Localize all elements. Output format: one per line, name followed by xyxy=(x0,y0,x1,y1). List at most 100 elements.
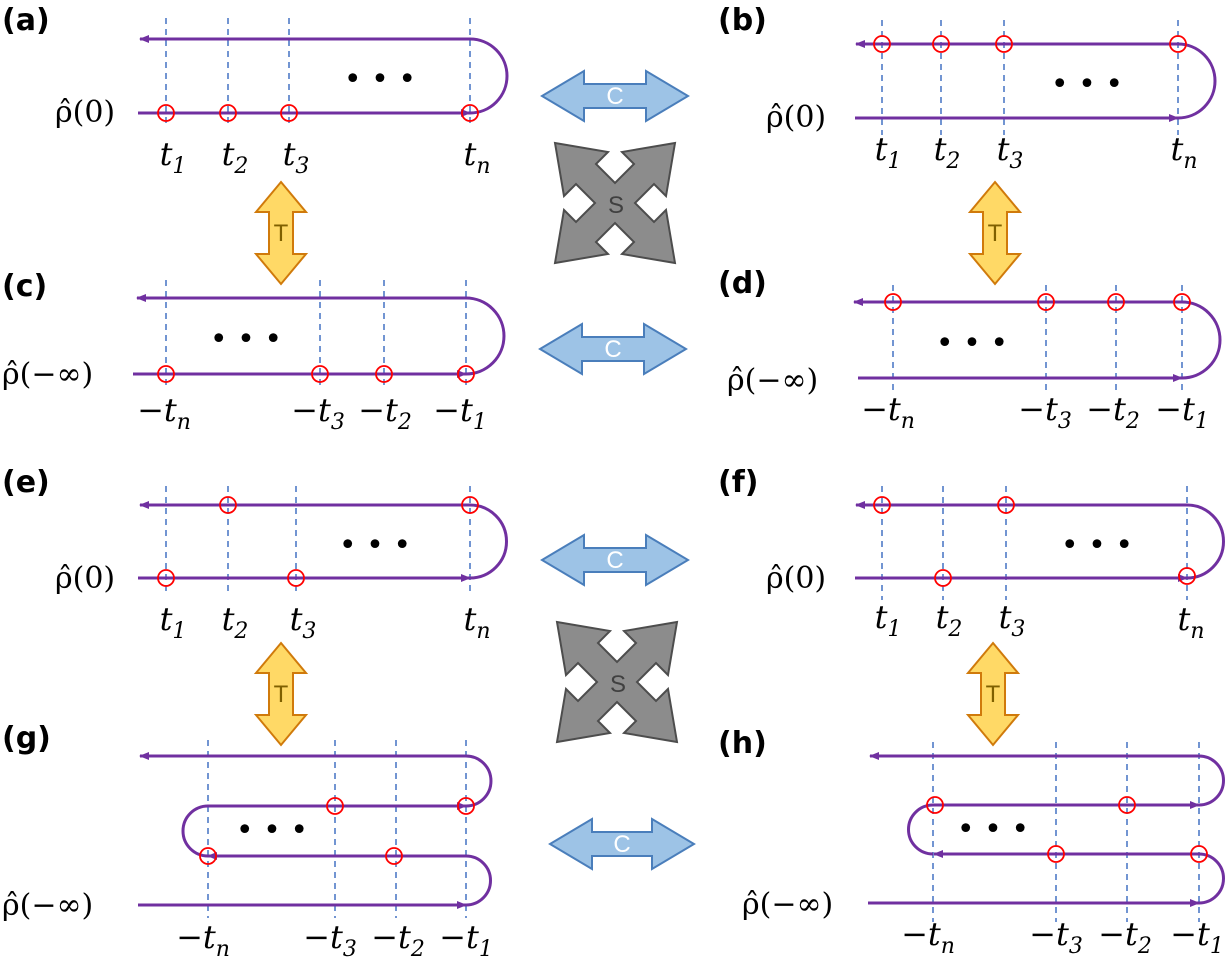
ellipsis: • • • xyxy=(1051,67,1123,102)
ellipsis: • • • xyxy=(957,812,1029,847)
operator-markers xyxy=(157,365,475,383)
time-labels: t1 t2 t3 tn xyxy=(875,130,1198,174)
operator-markers xyxy=(157,496,479,587)
time-reversal-label: T xyxy=(274,220,289,247)
time-labels: −tn −t3 −t2 −t1 xyxy=(176,918,493,962)
initial-state-label: ρ̂(0) xyxy=(55,95,115,130)
time-labels: t1 t2 t3 tn xyxy=(875,598,1205,644)
time-label-t3: t3 xyxy=(290,600,317,644)
ellipsis: • • • xyxy=(344,62,416,97)
time-label-t2: t2 xyxy=(936,598,963,642)
panel-label-g: (g) xyxy=(2,721,51,756)
time-label-tn: tn xyxy=(1177,600,1204,644)
time-reversal-arrow-bd: T xyxy=(967,180,1023,286)
panel-g: (g) • • • ρ̂(−∞) −tn −t3 −t2 −t1 xyxy=(2,721,493,962)
initial-state-label: ρ̂(−∞) xyxy=(2,357,93,392)
panel-d: (d) • • • ρ̂(−∞) −tn −t3 −t2 −t1 xyxy=(718,266,1222,434)
operator-markers xyxy=(926,796,1208,863)
operator-markers xyxy=(199,797,475,865)
time-label-t3: t3 xyxy=(283,135,310,179)
panel-label-d: (d) xyxy=(718,266,767,301)
initial-state-label: ρ̂(0) xyxy=(55,561,115,596)
time-label-minus-tn: −tn xyxy=(176,918,230,962)
turnaround-arc xyxy=(1198,754,1225,807)
time-reversal-arrow-eg: T xyxy=(253,641,309,747)
time-label-minus-t1: −t1 xyxy=(439,918,493,962)
turnaround-arc xyxy=(469,37,509,115)
time-guides xyxy=(881,20,1179,135)
panel-label-h: (h) xyxy=(718,726,767,761)
time-labels: t1 t2 t3 tn xyxy=(160,600,491,644)
panel-c: (c) • • • ρ̂(−∞) −tn −t3 −t2 −t1 xyxy=(2,269,506,435)
time-label-minus-t3: −t3 xyxy=(1018,390,1072,434)
time-label-minus-tn: −tn xyxy=(137,391,191,435)
time-label-minus-tn: −tn xyxy=(861,390,915,434)
operator-markers xyxy=(873,496,1196,587)
turnaround-arc xyxy=(1181,300,1222,380)
initial-state-label: ρ̂(−∞) xyxy=(742,887,833,922)
operator-markers xyxy=(157,104,479,122)
panel-a: (a) • • • ρ̂(0) t1 t2 t3 tn xyxy=(2,3,509,179)
time-guides xyxy=(881,486,1188,600)
time-label-tn: tn xyxy=(463,600,490,644)
time-reversal-arrow-fh: T xyxy=(965,641,1021,747)
panel-label-f: (f) xyxy=(718,465,758,500)
time-reversal-label: T xyxy=(274,681,289,708)
operator-markers xyxy=(884,293,1191,311)
time-label-minus-t2: −t2 xyxy=(1086,390,1140,434)
panel-label-c: (c) xyxy=(2,269,47,304)
time-guides xyxy=(932,742,1200,922)
panel-h: (h) • • • ρ̂(−∞) −tn −t3 −t2 −t1 xyxy=(718,726,1225,959)
time-label-minus-t2: −t2 xyxy=(1098,915,1152,959)
panel-label-e: (e) xyxy=(2,465,50,500)
conjugation-arrow-gh: C xyxy=(548,817,696,871)
time-label-t2: t2 xyxy=(222,600,249,644)
time-reversal-label: T xyxy=(986,681,1001,708)
ellipsis: • • • xyxy=(1061,528,1133,563)
time-label-t3: t3 xyxy=(997,130,1024,174)
time-label-minus-t3: −t3 xyxy=(303,918,357,962)
turnaround-arc xyxy=(1198,852,1225,905)
conjugation-arrow-ef: C xyxy=(540,533,690,587)
conjugation-label: C xyxy=(606,547,623,574)
conjugation-label: C xyxy=(606,83,623,110)
time-labels: −tn −t3 −t2 −t1 xyxy=(137,391,487,435)
panel-label-a: (a) xyxy=(2,3,50,38)
time-label-t1: t1 xyxy=(160,600,187,644)
time-label-t2: t2 xyxy=(222,135,249,179)
swap-arrow-bottom: S xyxy=(555,620,679,744)
time-label-tn: tn xyxy=(463,135,490,179)
panel-label-b: (b) xyxy=(718,3,767,38)
turnaround-arc xyxy=(1177,42,1217,120)
initial-state-label: ρ̂(0) xyxy=(766,100,826,135)
turnaround-arc xyxy=(465,754,493,808)
ellipsis: • • • xyxy=(936,326,1008,361)
time-reversal-arrow-ac: T xyxy=(253,180,309,286)
initial-state-label: ρ̂(0) xyxy=(766,561,826,596)
ellipsis: • • • xyxy=(339,528,411,563)
time-labels: −tn −t3 −t2 −t1 xyxy=(901,915,1224,959)
time-reversal-label: T xyxy=(988,220,1003,247)
initial-state-label: ρ̂(−∞) xyxy=(727,363,818,398)
time-label-minus-t2: −t2 xyxy=(371,918,425,962)
time-label-minus-tn: −tn xyxy=(901,915,955,959)
turnaround-arc xyxy=(465,296,506,376)
time-label-minus-t1: −t1 xyxy=(433,391,487,435)
turnaround-arc xyxy=(1186,503,1225,580)
time-label-minus-t1: −t1 xyxy=(1155,390,1209,434)
time-labels: t1 t2 t3 tn xyxy=(160,135,491,179)
time-label-t1: t1 xyxy=(875,130,902,174)
conjugation-label: C xyxy=(613,831,630,858)
time-label-tn: tn xyxy=(1170,130,1197,174)
initial-state-label: ρ̂(−∞) xyxy=(2,888,93,923)
operator-markers xyxy=(873,35,1187,53)
ellipsis: • • • xyxy=(210,322,282,357)
panel-b: (b) • • • ρ̂(0) t1 t2 t3 tn xyxy=(718,3,1217,174)
time-label-minus-t1: −t1 xyxy=(1170,915,1224,959)
turnaround-arc xyxy=(465,854,492,907)
time-label-minus-t2: −t2 xyxy=(358,391,412,435)
time-label-minus-t3: −t3 xyxy=(291,391,345,435)
panel-e: (e) • • • ρ̂(0) t1 t2 t3 tn xyxy=(2,465,508,644)
